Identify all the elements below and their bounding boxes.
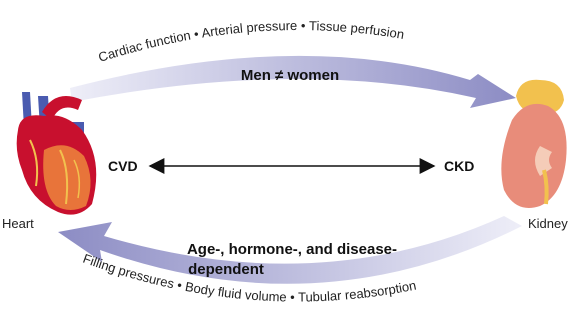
top-item-arterial-pressure: Arterial pressure [200, 18, 297, 41]
heart-icon [17, 92, 97, 215]
cvd-label: CVD [108, 158, 138, 174]
bottom-center-label-line2: dependent [188, 261, 264, 278]
heart-caption: Heart [2, 216, 34, 231]
bottom-center-label-line1: Age-, hormone-, and disease- [187, 241, 397, 258]
kidney-caption: Kidney [528, 216, 568, 231]
ckd-label: CKD [444, 158, 474, 174]
bottom-bullet-2: • [290, 289, 298, 304]
top-item-cardiac-function: Cardiac function [96, 28, 191, 65]
top-item-tissue-perfusion: Tissue perfusion [309, 18, 406, 42]
top-bullet-2: • [301, 18, 309, 33]
top-center-label: Men ≠ women [241, 67, 339, 84]
